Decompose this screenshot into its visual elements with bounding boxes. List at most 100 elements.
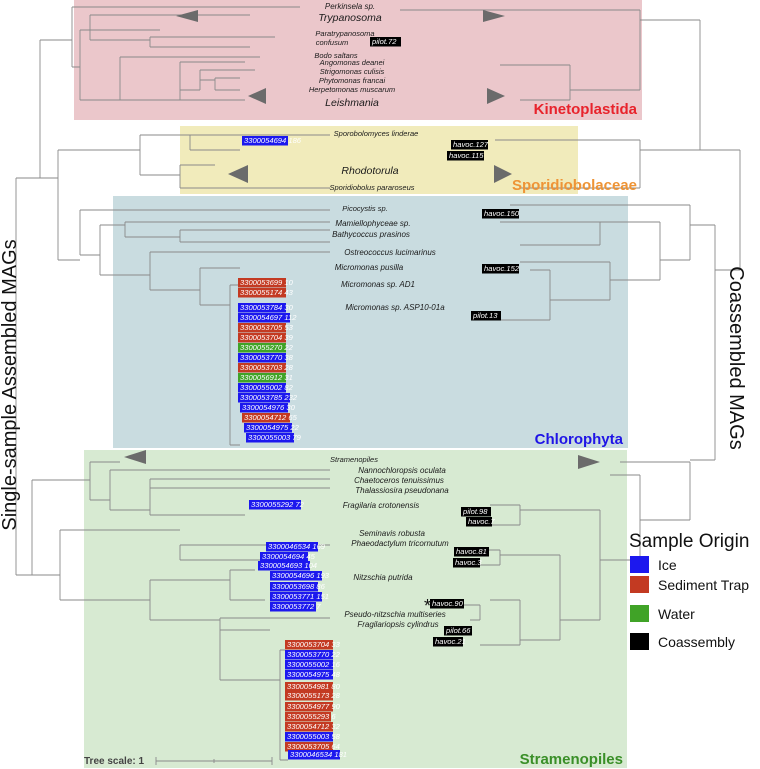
taxon-label: Perkinsela sp.	[325, 2, 375, 11]
mag-label: 3300054696 193	[272, 571, 330, 580]
mag-label: 3300055173 28	[287, 691, 341, 700]
coassembly-label: pilot.98	[462, 507, 488, 516]
coassembly-label: havoc.7	[468, 517, 495, 526]
coassembly-label: havoc.150	[484, 209, 520, 218]
taxon-label: Bodo saltans	[314, 51, 358, 60]
taxon-label: confusum	[316, 38, 349, 47]
mag-label-box	[238, 353, 286, 363]
mag-label-box	[270, 582, 318, 592]
coassembly-label-box	[451, 140, 488, 150]
mag-label: 3300054976 30	[242, 403, 296, 412]
mag-label: 3300054697 112	[240, 313, 297, 322]
taxon-label: Nitzschia putrida	[353, 573, 413, 582]
legend-swatch-ice	[630, 556, 649, 573]
left-tree-branches	[15, 6, 330, 761]
coassembly-label: havoc.127	[453, 140, 489, 149]
collapsed-clade-triangle	[248, 88, 266, 104]
group-titles: Kinetoplastida Sporidiobolaceae Chloroph…	[512, 101, 638, 768]
mag-label: 3300054975 22	[246, 423, 300, 432]
coassembly-label: havoc.81	[456, 547, 487, 556]
collapsed-clade-triangle	[124, 450, 146, 464]
taxon-label: Sporobolomyces linderae	[334, 129, 419, 138]
taxon-label: Ostreococcus lucimarinus	[344, 248, 436, 257]
coassembled-mag-labels: pilot.72havoc.127havoc.115havoc.150havoc…	[370, 37, 520, 647]
collapsed-clade-triangle	[176, 10, 198, 22]
mag-label: 3300054694 45	[262, 552, 316, 561]
taxon-label: Rhodotorula	[341, 165, 398, 177]
mag-label-box	[270, 592, 322, 602]
taxon-label: Picocystis sp.	[342, 204, 387, 213]
taxon-label: Mamiellophyceae sp.	[335, 219, 410, 228]
mag-label-box	[285, 722, 333, 732]
mag-label-box	[285, 650, 333, 660]
mag-label-box	[285, 742, 333, 752]
taxon-label: Phytomonas francai	[319, 76, 386, 85]
legend-label-ice: Ice	[658, 557, 677, 573]
taxon-label: Stramenopiles	[330, 455, 378, 464]
group-title-kinetoplastida: Kinetoplastida	[534, 101, 638, 118]
mag-label: 3300053705 53	[240, 323, 294, 332]
taxon-label: Herpetomonas muscarum	[309, 85, 395, 94]
mag-label: 3300053699 10	[240, 278, 294, 287]
taxon-label: Phaeodactylum tricornutum	[351, 539, 449, 548]
coassembly-label-box	[430, 599, 464, 609]
mag-label-box	[238, 373, 286, 383]
coassembly-label-box	[461, 507, 491, 517]
mag-label-box	[238, 393, 290, 403]
legend-title: Sample Origin	[629, 531, 749, 552]
mag-label-box	[242, 136, 288, 146]
mag-label-box	[246, 433, 294, 443]
mag-label: 3300053785 232	[240, 393, 298, 402]
mag-label: 3300054977 90	[287, 702, 341, 711]
coassembly-label-box	[482, 209, 519, 219]
collapsed-clade-triangle	[228, 165, 248, 183]
coassembly-label-box	[466, 517, 492, 527]
coassembly-label: pilot.66	[445, 626, 471, 635]
mag-label: 3300055270 22	[240, 343, 294, 352]
stramenopiles-box	[84, 450, 627, 768]
mag-label: 3300053703 28	[240, 363, 294, 372]
coassembly-label-box	[482, 264, 519, 274]
chlorophyta-box	[113, 196, 628, 448]
taxon-label: Thalassiosira pseudonana	[355, 486, 449, 495]
mag-label-box	[249, 500, 301, 510]
coassembly-label: pilot.72	[371, 37, 397, 46]
taxon-label: Bathycoccus prasinos	[332, 230, 410, 239]
coassembly-label: havoc.90	[432, 599, 464, 608]
mag-label: 3300053770 38	[240, 353, 294, 362]
collapsed-clade-triangle	[494, 165, 512, 183]
mag-label-box	[258, 561, 310, 571]
mag-label-box	[270, 571, 322, 581]
taxon-label: Fragilariopsis cylindrus	[357, 620, 438, 629]
mag-label: 3300054712 65	[244, 413, 298, 422]
mag-label: 3300054693 104	[260, 561, 317, 570]
mag-label-box	[288, 750, 340, 760]
taxon-label: Micromonas sp. AD1	[341, 280, 415, 289]
coassembly-label-box	[370, 37, 401, 47]
legend-swatch-water	[630, 605, 649, 622]
coassembly-label-box	[433, 637, 463, 647]
mag-label: 3300046534 181	[290, 750, 347, 759]
mag-label: 3300055174 43	[240, 288, 294, 297]
mag-label: 3300046534 169	[268, 542, 326, 551]
coassembly-label-box	[454, 547, 489, 557]
taxon-label: Pseudo-nitzschia multiseries	[344, 610, 445, 619]
coassembly-label: havoc.152	[484, 264, 520, 273]
mag-label-box	[285, 660, 333, 670]
taxon-label: Paratrypanosoma	[315, 29, 374, 38]
mag-label: 3300053772 7	[272, 602, 321, 611]
mag-label-box	[238, 313, 290, 323]
taxon-label: Micromonas pusilla	[335, 263, 404, 272]
mag-label: 3300053770 22	[287, 650, 341, 659]
taxon-label: Fragilaria crotonensis	[343, 501, 419, 510]
mag-label: 3300056912 31	[240, 373, 293, 382]
mag-label-box	[285, 732, 333, 742]
legend-swatch-sediment	[630, 576, 649, 593]
legend-label-water: Water	[658, 606, 695, 622]
mag-label-box	[238, 278, 286, 288]
mag-label-box	[242, 413, 290, 423]
taxon-label: Trypanosoma	[318, 12, 382, 24]
taxon-label: Chaetoceros tenuissimus	[354, 476, 444, 485]
